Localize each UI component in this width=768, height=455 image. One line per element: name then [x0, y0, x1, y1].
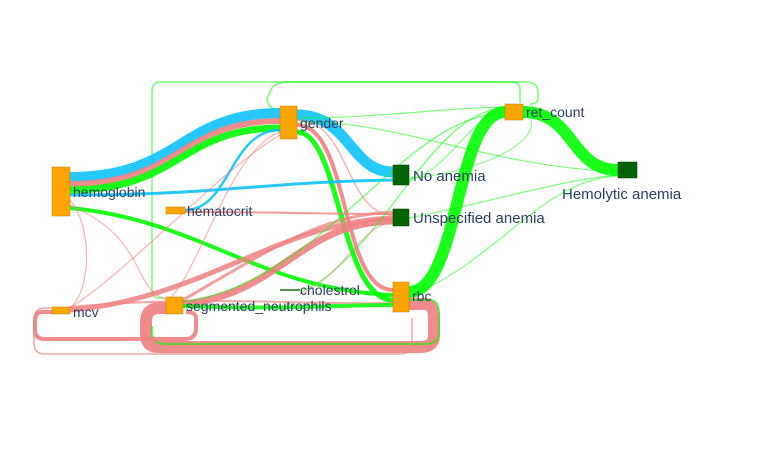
node-mcv[interactable] [51, 306, 71, 315]
link-hemoglobin-gender-blue [69, 108, 281, 182]
link-loop-mcv-red-2 [33, 310, 198, 341]
label-mcv: mcv [73, 304, 99, 320]
node-hematocrit[interactable] [165, 206, 186, 215]
link-loop-gender-green [266, 81, 539, 111]
node-hemolytic-anemia[interactable] [617, 161, 638, 179]
label-rbc: rbc [412, 288, 431, 304]
link-hematocrit-gender-blue [184, 128, 281, 212]
link-cholestrol-unspec [299, 221, 394, 295]
label-gender: gender [300, 115, 344, 131]
link-seg-unspec [182, 217, 394, 308]
links [33, 81, 619, 355]
label-hemolytic-anemia: Hemolytic anemia [562, 186, 682, 203]
link-mcv-rbc-red [69, 299, 394, 308]
label-no-anemia: No anemia [413, 168, 486, 185]
node-hemoglobin[interactable] [51, 166, 71, 217]
node-unspecified-anemia[interactable] [392, 208, 410, 227]
link-seg-rbc-green [182, 303, 394, 310]
label-segmented-neutrophils: segmented_neutrophils [186, 298, 332, 314]
label-hemoglobin: hemoglobin [73, 184, 145, 200]
labels: hemoglobin hematocrit gender mcv segment… [73, 104, 682, 320]
link-hemoglobin-rbc-green [69, 206, 394, 297]
node-segmented-neutrophils[interactable] [165, 296, 184, 315]
node-no-anemia[interactable] [392, 164, 410, 186]
label-unspecified-anemia: Unspecified anemia [413, 210, 545, 227]
link-seg-unspec-2 [182, 210, 394, 302]
link-unspec-hemolytic-thin [408, 174, 619, 219]
link-hemoglobin-seg-thin [69, 204, 169, 301]
link-seg-ret [182, 112, 506, 303]
nodes [51, 103, 638, 315]
label-cholestrol: cholestrol [300, 282, 360, 298]
link-loop-ret-green [151, 81, 521, 299]
link-gender-rbc-green [296, 129, 394, 303]
label-hematocrit: hematocrit [187, 203, 252, 219]
link-ret-hemolytic [522, 106, 619, 176]
link-ret-noanemia-thin [408, 106, 532, 179]
label-ret-count: ret_count [526, 104, 584, 120]
link-gender-hemolytic-thin [296, 121, 619, 173]
node-rbc[interactable] [392, 281, 410, 313]
node-gender[interactable] [279, 105, 298, 140]
link-noanemia-ret-thin [408, 109, 506, 181]
link-rbc-ret-green [407, 106, 507, 298]
link-rbc-hemolytic-thin [408, 175, 619, 297]
link-hemoglobin-noanemia [69, 178, 394, 197]
link-gender-unspec-thin [296, 119, 394, 216]
link-gender-ret-thin [296, 106, 506, 119]
link-hemoglobin-gender-red [69, 118, 281, 187]
link-gender-rbc-red [296, 123, 394, 292]
link-loop-rbc-red [140, 298, 440, 353]
link-gender-mcv-thin [69, 134, 281, 309]
node-ret-count[interactable] [504, 103, 524, 121]
link-hemoglobin-mcv-thin [65, 199, 88, 311]
link-hemoglobin-gender-green [69, 124, 281, 194]
